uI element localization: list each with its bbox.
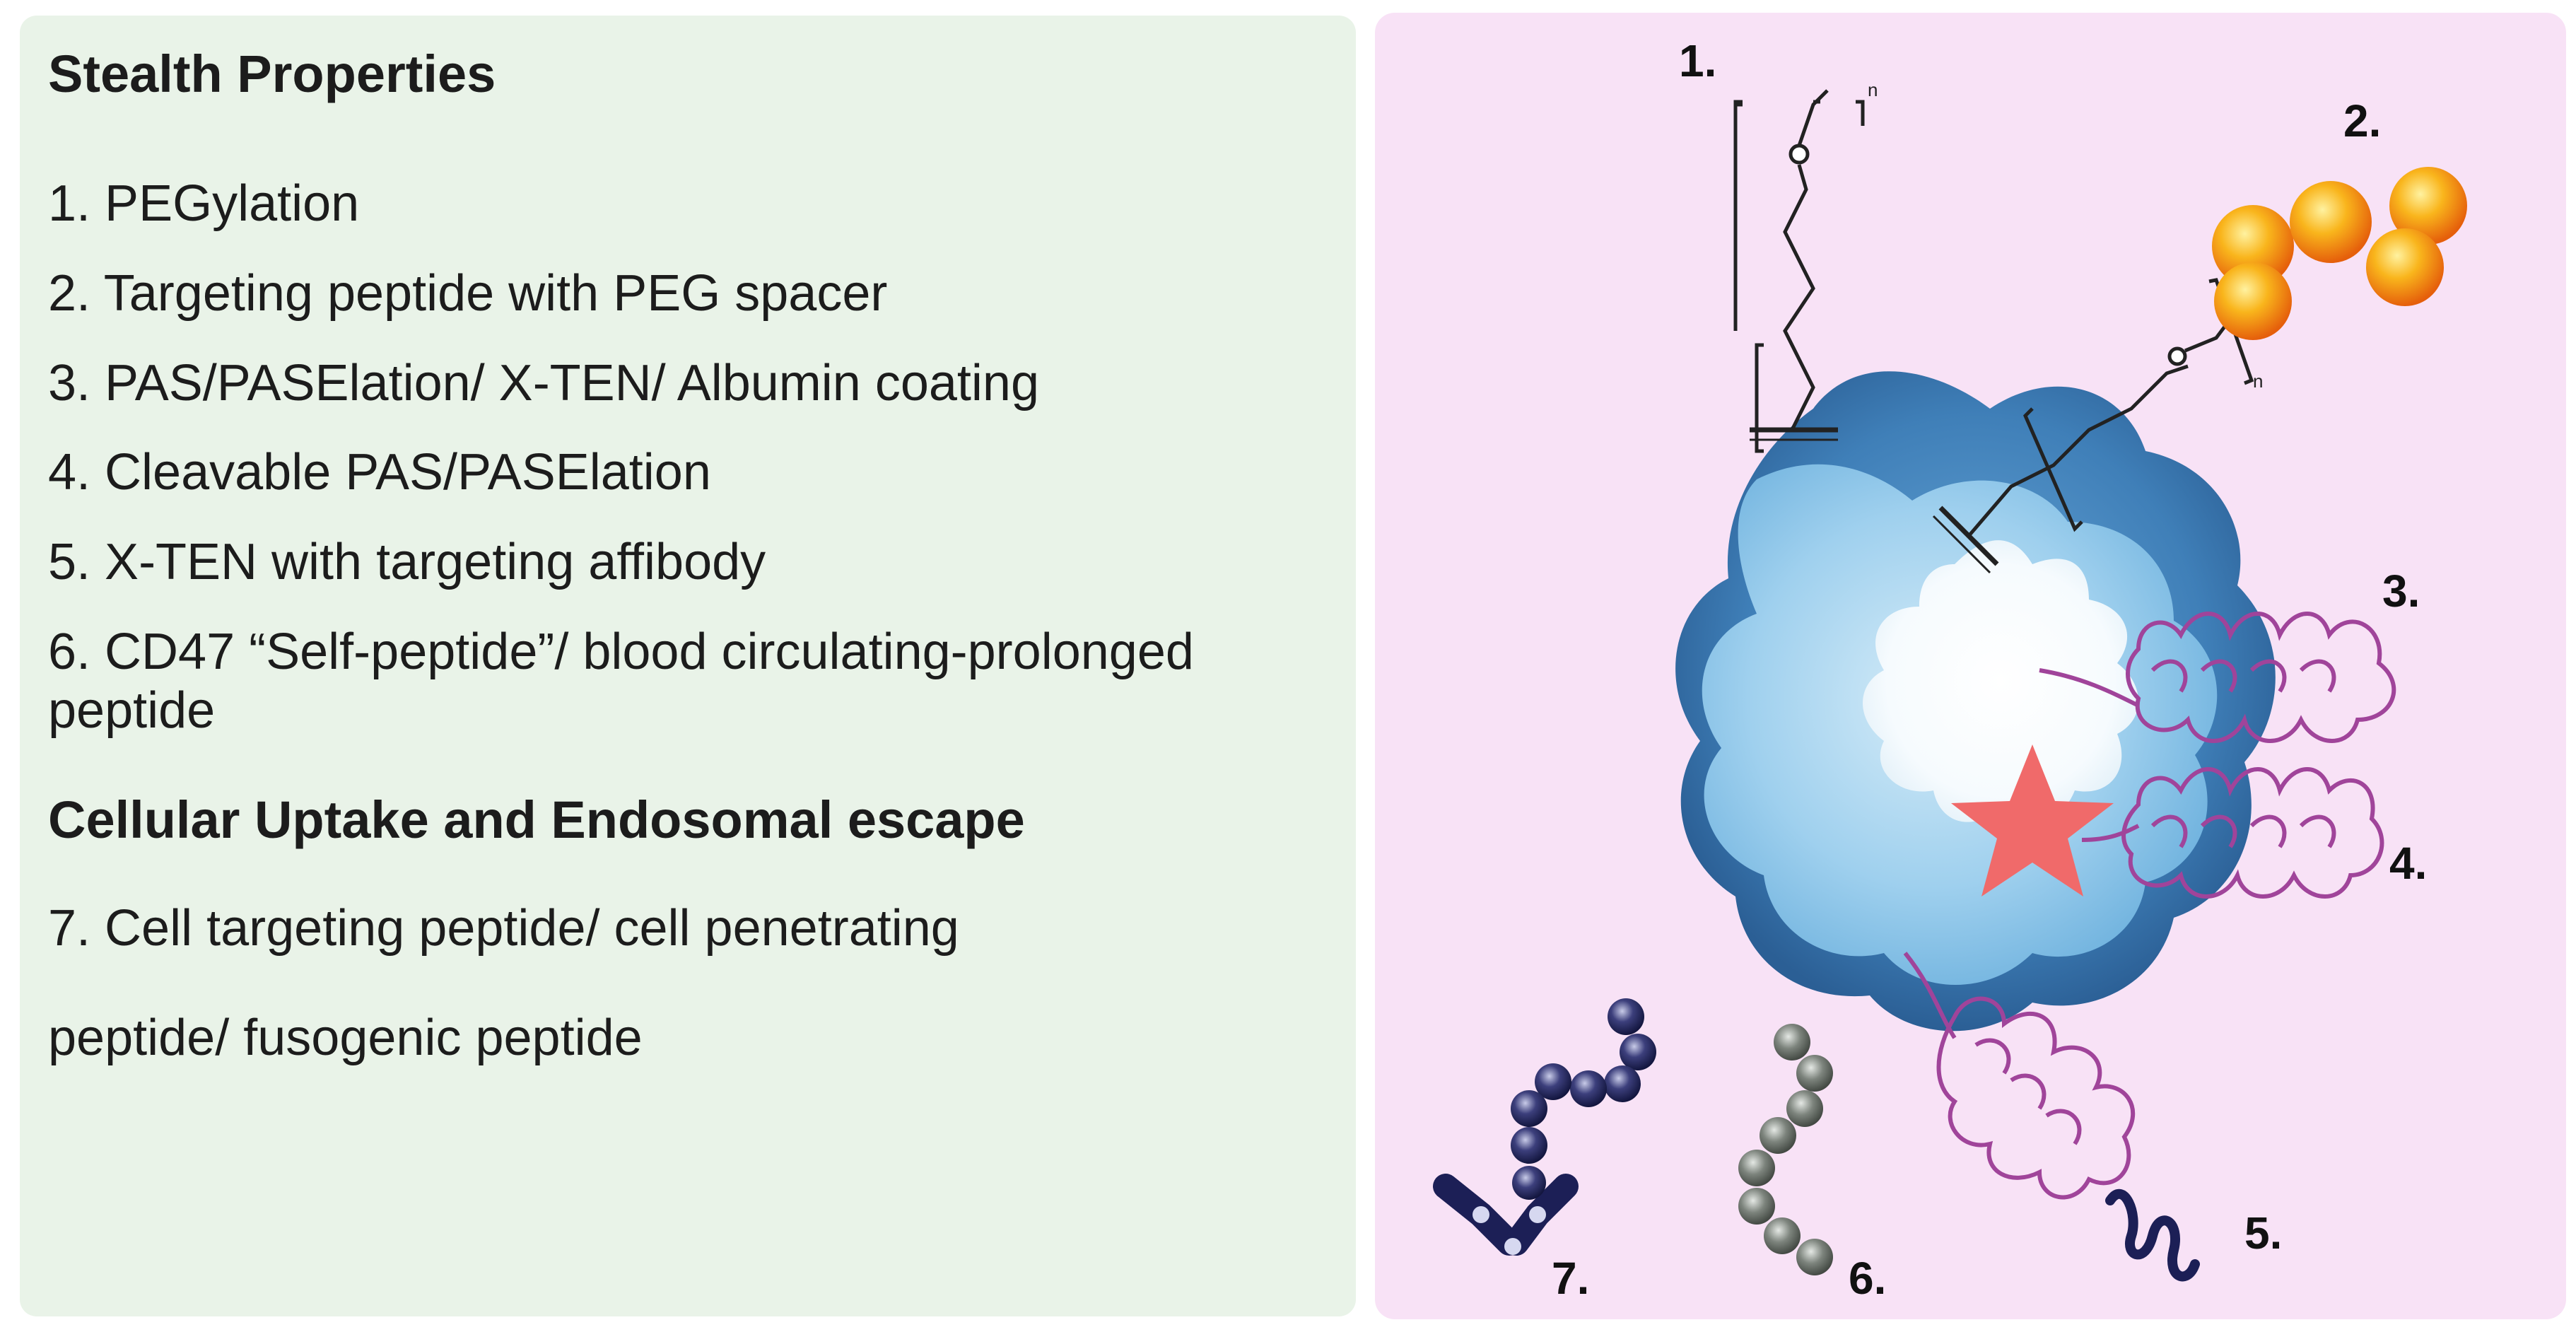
helix-cleavable-4: [2081, 767, 2384, 899]
peg-chain-2: [1932, 278, 2254, 574]
nanoparticle-diagram: n n: [1433, 35, 2467, 1304]
legend-item-2: 2. Targeting peptide with PEG spacer: [48, 264, 888, 322]
diagram-label-7: 7.: [1552, 1253, 1589, 1304]
legend-item-3: 3. PAS/PASElation/ X-TEN/ Albumin coatin…: [48, 354, 1039, 411]
diagram-panel: n n: [1375, 13, 2566, 1319]
diagram-label-2: 2.: [2343, 95, 2381, 146]
nanoparticle-core: [1863, 540, 2138, 822]
affibody-squiggle: [2105, 1188, 2200, 1282]
cd47-bead-chain-6: [1738, 1024, 1833, 1275]
legend-item-5: 5. X-TEN with targeting affibody: [48, 534, 766, 591]
diagram-label-3: 3.: [2382, 566, 2420, 617]
diagram-label-5: 5.: [2244, 1208, 2282, 1258]
diagram-label-4: 4.: [2389, 838, 2427, 889]
helix-coating-3: [2039, 612, 2396, 743]
legend-panel: Stealth Properties 1. PEGylation 2. Targ…: [20, 16, 1356, 1316]
cell-targeting-bead-chain-7: [1433, 998, 1656, 1256]
legend-item-7-line2: peptide/ fusogenic peptide: [48, 1009, 643, 1066]
diagram-label-6: 6.: [1849, 1253, 1886, 1304]
peg-chain-1: [1733, 89, 1865, 453]
peg-subscript-2: n: [2253, 370, 2263, 392]
legend-item-1: 1. PEGylation: [48, 175, 360, 233]
uptake-heading: Cellular Uptake and Endosomal escape: [48, 790, 1025, 849]
legend-item-4: 4. Cleavable PAS/PASElation: [48, 444, 711, 501]
targeting-peptide-beads: [2212, 167, 2467, 340]
legend-item-7-line1: 7. Cell targeting peptide/ cell penetrat…: [48, 899, 959, 957]
stealth-heading: Stealth Properties: [48, 45, 496, 103]
cleavage-star: [1951, 744, 2114, 896]
legend-item-6: 6. CD47 “Self-peptide”/ blood circulatin…: [48, 624, 1194, 739]
peg-subscript-1: n: [1868, 79, 1878, 100]
diagram-label-1: 1.: [1679, 35, 1716, 86]
xten-helix-5: [1903, 952, 2136, 1200]
